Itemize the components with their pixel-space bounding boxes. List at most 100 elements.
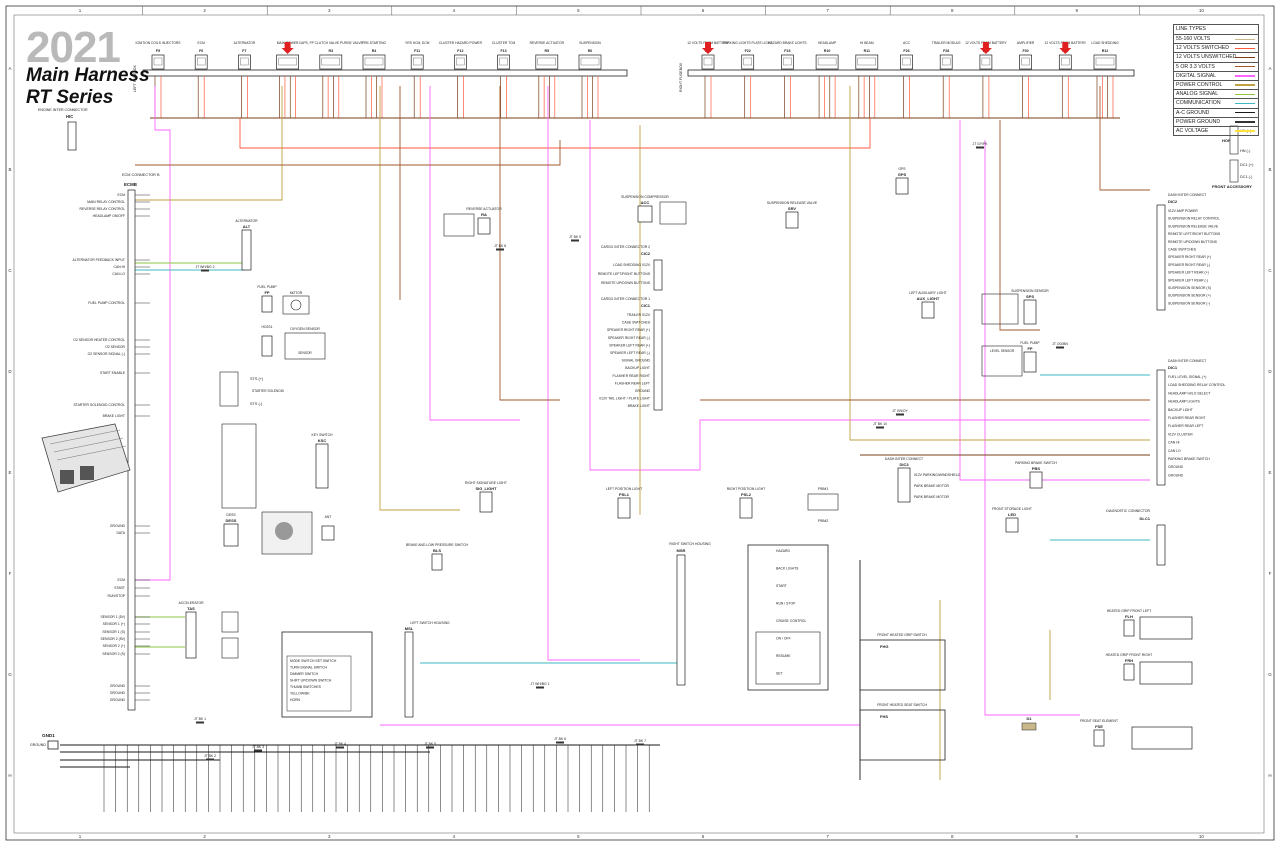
ecm-pin-label: GROUND [110, 524, 126, 528]
wire-digital-v3 [547, 86, 640, 661]
ecm-pin-label: O2 SENSOR SIGNAL (-) [88, 352, 125, 356]
grid-col-bottom-10: 10 [1199, 834, 1205, 839]
legend-item: 12 VOLTS UNSWITCHED [1173, 52, 1259, 62]
legend-item: AC VOLTAGE [1173, 125, 1259, 137]
suspension-release-valve-body [785, 211, 799, 229]
ecm-pin-label: START [114, 586, 125, 590]
grid-col-4: 4 [453, 8, 456, 13]
grid-col-bottom-4: 4 [453, 834, 456, 839]
left-switch-items-pin: MODE SWITCH SET SWITCH [290, 659, 337, 663]
grip-right-connector-body [1123, 663, 1135, 681]
legend-swatch [1235, 102, 1255, 105]
reverse-actuator-code: RA [481, 212, 487, 217]
wire-brown-v2 [499, 86, 560, 401]
dash-inter-3-pins-pin: PARK BRAKE MOTOR [914, 484, 949, 488]
legend-swatch [1235, 38, 1255, 40]
fuse-f30: AMPLIFIER F30 [1017, 41, 1035, 118]
dash-inter-3-label: DASH INTER CONNECT [885, 457, 923, 461]
right-switch-code: MSR [677, 548, 686, 553]
ecm-module-shape [41, 423, 131, 493]
left-position-light-body [617, 497, 631, 519]
accelerator-body [185, 611, 197, 659]
suspension-sensor-body [1023, 299, 1037, 325]
fuse-body [781, 54, 794, 70]
fuse-name: HAZARD BRAKE LIGHTS [768, 41, 807, 45]
dash-inter-2-code: DIC2 [1168, 199, 1178, 204]
cargo-inter-2-pin: REMOTE LEFT/RIGHT BUTTONS [598, 272, 651, 276]
fuse-element [537, 57, 556, 66]
legend-item-label: 12 VOLTS SWITCHED [1176, 45, 1229, 52]
left-switch-items-pin: TURN SIGNAL SWITCH [290, 666, 328, 670]
front-heated-panels [859, 616, 1193, 761]
fuse-body [900, 54, 913, 70]
ecm-pin-label: HEADLAMP ON/OFF [93, 214, 125, 218]
dess-connector-code: DESS [226, 518, 237, 523]
grid-col-bottom-3: 3 [328, 834, 331, 839]
cargo-inter-1-pin: BRAKE LIGHT [628, 404, 650, 408]
ground-label: GROUND [30, 743, 46, 747]
diode-box [1021, 722, 1037, 731]
o2-sensor-connector-body [261, 335, 273, 357]
left-switch-inner [286, 655, 352, 712]
fuse-body [701, 54, 715, 70]
cargo-inter-1-pin: SPEAKER RIGHT REAR (-) [608, 336, 650, 340]
level-sensor-connector-label: FUEL PUMP [1020, 341, 1040, 345]
splice-mark [196, 721, 204, 724]
ecm-module-fins [49, 429, 127, 461]
dash-inter-1-pin: CAN HI [1168, 441, 1180, 445]
ecm-pin-label: GROUND [110, 684, 126, 688]
reverse-actuator-motor [443, 213, 475, 237]
splice-mark [201, 269, 209, 272]
right-switch-panel [676, 544, 829, 691]
reverse-actuator-label: REVERSE ACTUATOR [466, 207, 502, 211]
fuse-code: F30 [1022, 49, 1028, 53]
front-storage-light-label: FRONT STORAGE LIGHT [992, 507, 1032, 511]
cargo-inter-2-title: CARGO INTER CONNECTOR 2 [601, 245, 650, 249]
cargo-inter-1-pin: FLASHER REAR LEFT [615, 381, 650, 385]
legend-swatch [1235, 121, 1255, 123]
left-switch-items: MODE SWITCH SET SWITCH TURN SIGNAL SWITCH… [290, 659, 337, 702]
pbm-connector [807, 493, 839, 511]
grid-row-right-B: B [1268, 167, 1271, 172]
dash-inter-1-pin: BACKUP LIGHT [1168, 408, 1193, 412]
fuse-name: PRE-STARTING [362, 41, 387, 45]
splice-label: JT GY/PK [972, 142, 988, 146]
grid-col-9: 9 [1076, 8, 1079, 13]
fuse-element [743, 57, 752, 66]
right-fusebox-bar [687, 69, 1135, 77]
fuse-name: ALTERNATOR [234, 41, 256, 45]
cargo-inter-2-pin: LOAD SHEDDING 012V [613, 263, 651, 267]
level-sensor-connector-body [1023, 351, 1037, 373]
right-fusebox-label: RIGHT FUSEBOX [679, 62, 683, 92]
dash-inter-1-title: DASH INTER CONNECT [1168, 359, 1206, 363]
left-fusebox-label: LEFT FUSEBOX [133, 65, 137, 92]
splice-mark [876, 426, 884, 429]
engine-inter-label: ENGINE INTER CONNECTOR [38, 108, 88, 112]
ecm-pin-label: BRAKE LIGHT [103, 414, 125, 418]
fuse-name: AMPLIFIER [1017, 41, 1035, 45]
grid-col-3: 3 [328, 8, 331, 13]
right-switch-connector [676, 554, 686, 686]
legend-swatch [1235, 56, 1255, 59]
key-switch-frame [221, 423, 257, 509]
fuse-code: R12 [1102, 49, 1109, 53]
dash-inter-1-code: DIC1 [1168, 365, 1178, 370]
cargo-inter-1-pin: TRAILER 012V [627, 313, 651, 317]
dash-inter-2-pin: 012V AMP POWER [1168, 209, 1198, 213]
fuse-body [1019, 54, 1032, 70]
fuse-element [1095, 57, 1115, 66]
motor-icon [290, 299, 302, 311]
dash-inter-1-pin: 012V CLUSTER [1168, 432, 1193, 436]
